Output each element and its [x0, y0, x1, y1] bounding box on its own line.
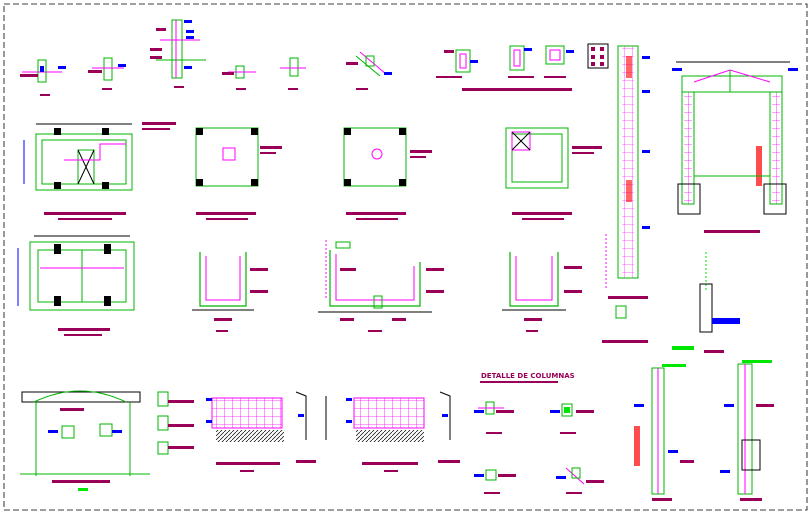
- small-beam-sections: [157, 391, 194, 455]
- detail-top-5: [280, 57, 306, 90]
- columns-detail-title: DETALLE DE COLUMNAS: [481, 372, 575, 380]
- tank-plan: [17, 235, 135, 336]
- title-underline: [480, 381, 558, 383]
- foundation-wall-detail-1: [295, 391, 316, 463]
- small-column-detail: [672, 252, 740, 353]
- sheet-border: [3, 3, 808, 511]
- foundation-rebar-section-2: [346, 397, 425, 472]
- detail-top-4: [222, 65, 256, 90]
- column-detail-2: [550, 403, 594, 434]
- detail-top-2: [88, 57, 126, 90]
- foundation-rebar-section-1: [206, 397, 284, 472]
- label-block: [142, 128, 170, 130]
- column-detail-1: [474, 401, 514, 434]
- footing-plan-2: [195, 127, 282, 220]
- label-block: [142, 122, 176, 125]
- column-detail-4: [556, 467, 604, 494]
- footing-plan-1: [23, 123, 133, 220]
- footing-plan-4: [505, 127, 602, 220]
- column-elevation: [602, 45, 650, 343]
- detail-top-1: [20, 59, 66, 96]
- beam-arch-elevation: [20, 390, 150, 491]
- tank-section-3: [502, 252, 582, 332]
- footing-plan-3: [343, 127, 432, 220]
- foundation-wall-detail-2: [438, 391, 460, 463]
- bottom-column-elevation-1: [634, 364, 694, 501]
- frame-elevation: [672, 61, 798, 233]
- column-detail-3: [474, 469, 516, 494]
- detail-top-3-column-connection: [150, 19, 206, 88]
- tank-section-2: [318, 240, 444, 332]
- tank-section-1: [192, 252, 268, 332]
- detail-top-7-beam-sections: [436, 43, 609, 91]
- detail-top-6-sloped: [346, 51, 392, 90]
- bottom-column-elevation-2: [720, 360, 774, 501]
